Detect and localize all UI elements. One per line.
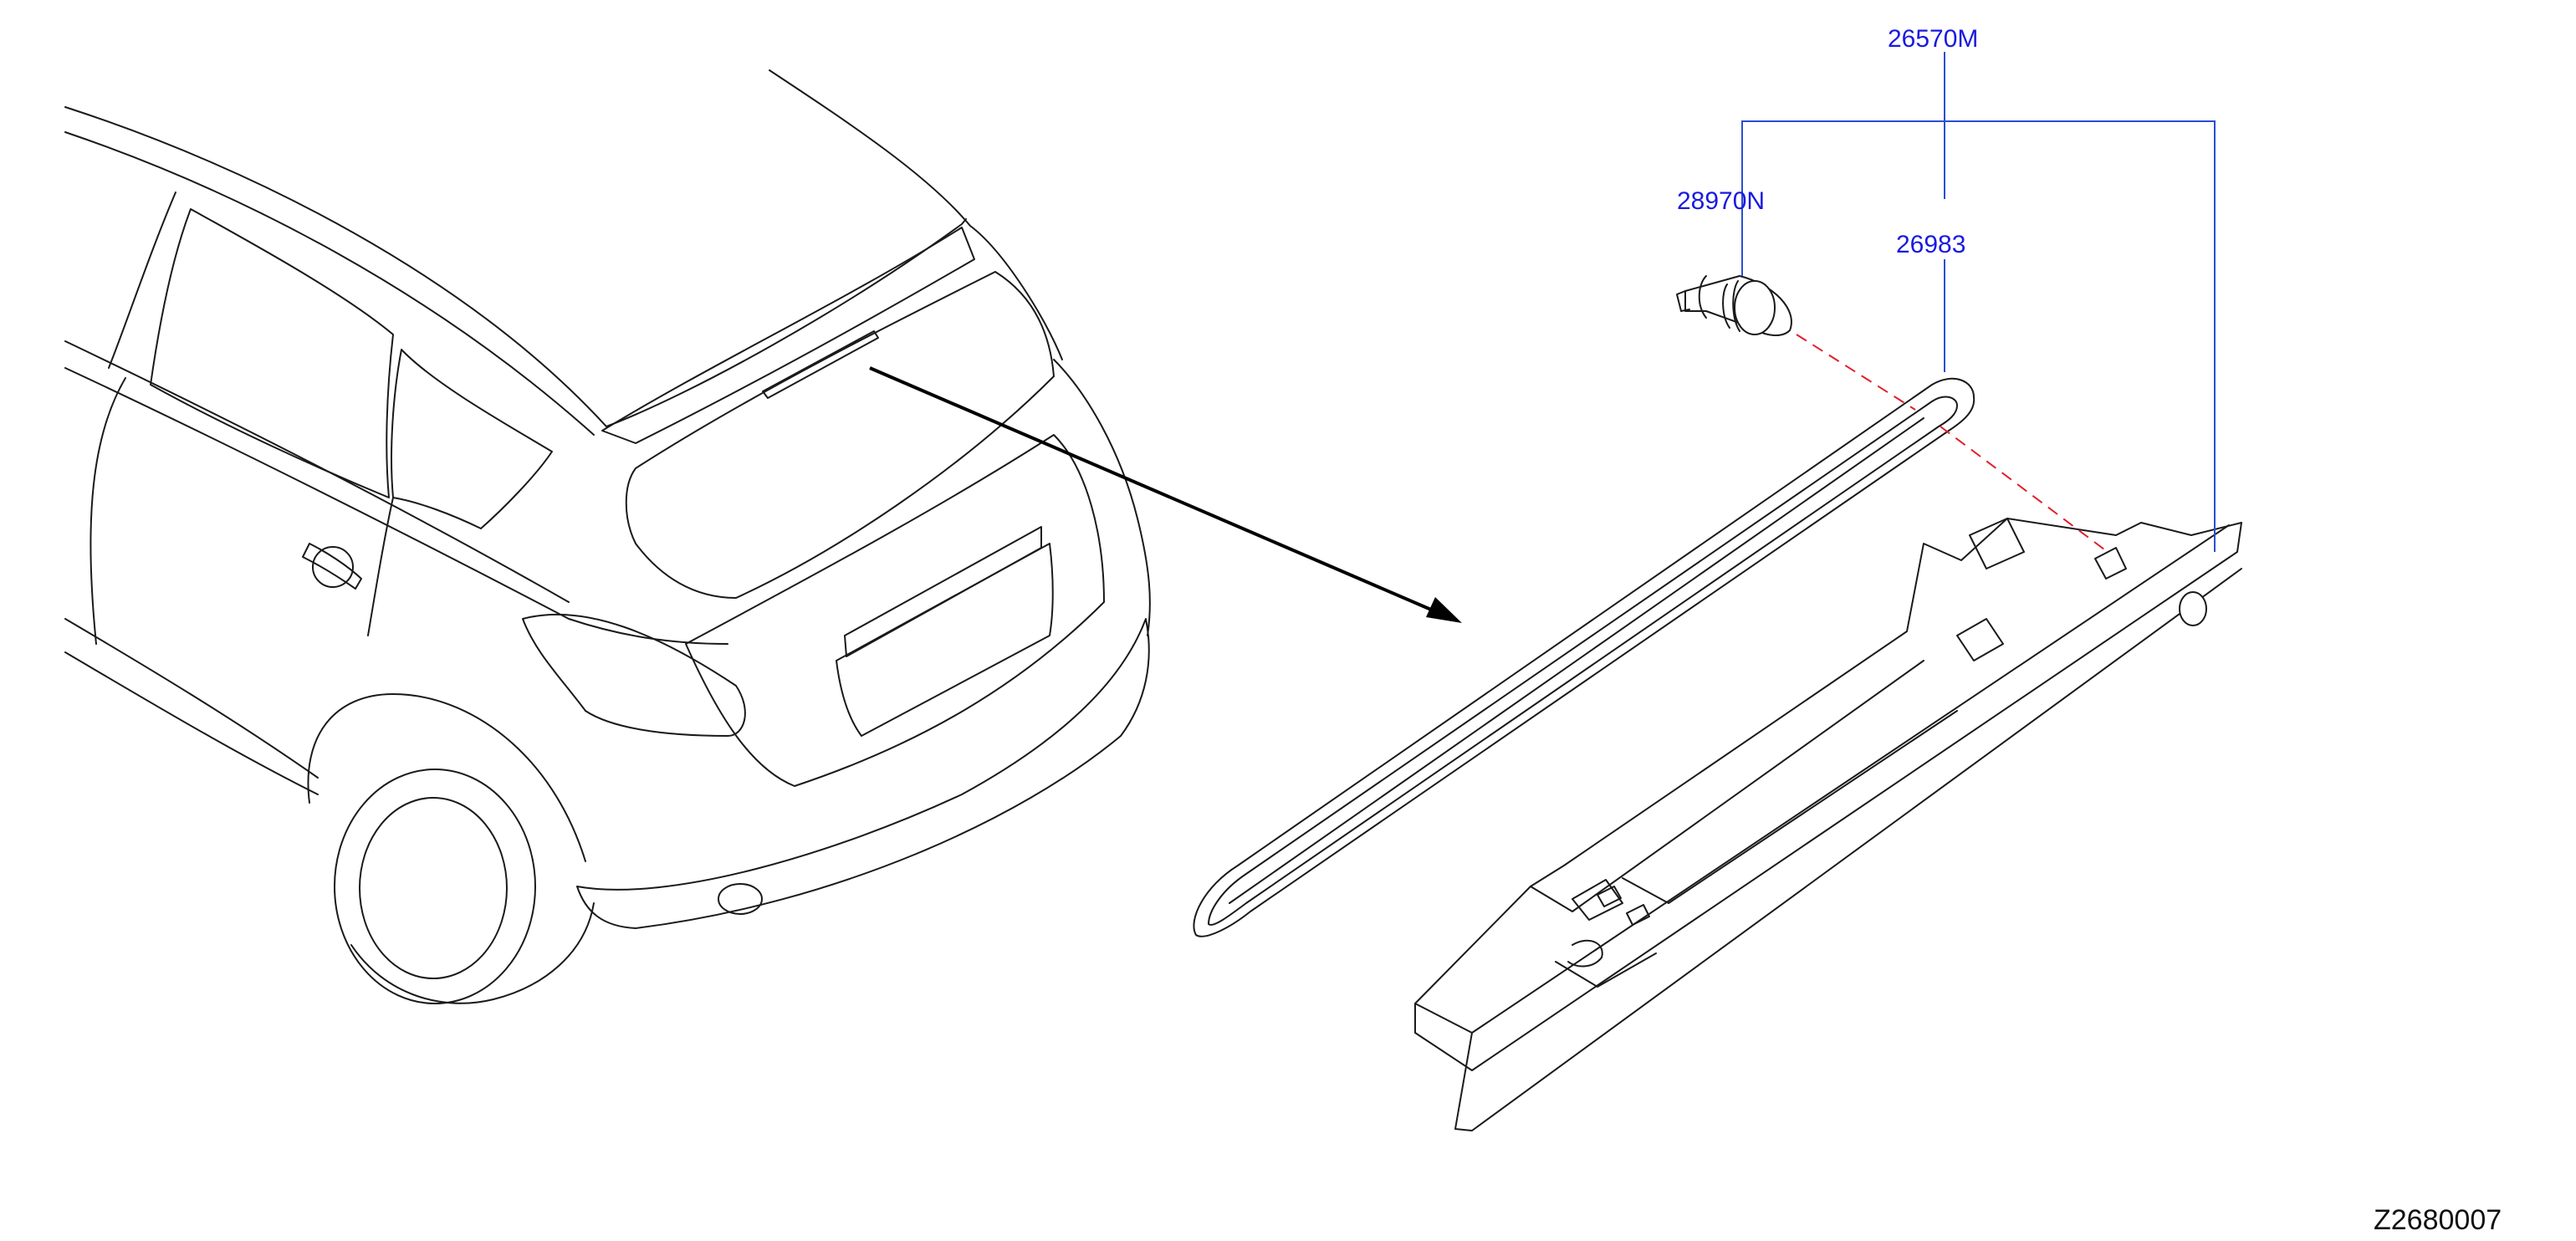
side-window-front [150,208,394,498]
lower-sill-2 [64,651,319,795]
lens-highlight [1229,417,1924,904]
label-26570m: 26570M [1888,25,1978,53]
assembly-center-line-2 [1940,426,2108,553]
mount-tab-right [1956,618,2004,661]
housing-square-1 [1597,886,1622,907]
wheel-arch [307,693,586,862]
label-26983: 26983 [1896,231,1965,258]
grommet-ring-1 [1722,283,1730,329]
license-plate-recess [836,543,1054,737]
grommet-ring-2 [1732,280,1740,332]
brake-lamp-assembly [1193,275,2242,1131]
roof-line [64,106,967,427]
vehicle-brake-light [762,330,879,399]
spoiler [601,227,975,444]
grommet-head [1734,280,1776,335]
roof-rear-edge [769,69,1063,360]
arrow-head [1426,597,1462,623]
assembly-center-line [1796,334,1916,411]
tire-bottom [350,902,595,1004]
housing-rib-2 [1622,710,1958,904]
beltline [64,340,570,603]
figure-code: Z2680007 [2374,1204,2502,1236]
a-pillar [108,192,176,369]
label-28970n: 28970N [1677,187,1765,215]
mount-tab-top [1969,518,2025,569]
grommet-leg [1676,290,1690,312]
lamp-lens [1193,377,1975,937]
rear-bumper [576,618,1150,929]
housing-step [1555,952,1657,988]
mount-clip-left [1567,939,1603,968]
body-side [64,367,728,645]
mount-tab-left [1572,879,1623,921]
housing-square-2 [1626,904,1650,926]
leader-assembly-bracket [1741,120,2216,552]
side-window-rear [391,349,553,529]
rear-rim [359,797,508,979]
lower-sill [64,618,319,779]
tailgate-lower [685,434,1105,787]
quarter-panel [1053,359,1151,636]
door-front [89,377,126,645]
door-handle [302,543,362,590]
fuel-door [312,546,354,588]
grommet-flange [1698,275,1707,319]
exhaust-tip [718,883,763,915]
leader-lines [1741,52,2216,552]
roof-line-inner [64,131,595,436]
housing-rib [1530,660,1924,912]
garnish [844,526,1042,657]
rear-window [625,271,1055,599]
lens-inner-rim [1208,396,1958,926]
housing-front-face [1454,568,2242,1131]
mount-tab-top-2 [2094,547,2127,580]
housing-end-boss [2179,591,2207,626]
tail-lamp [522,613,746,737]
vehicle-illustration [64,69,1151,1004]
rear-tire [334,769,536,1004]
door-rear [367,497,394,636]
grommet-clip [1676,275,1792,336]
callout-arrow [869,366,1462,623]
